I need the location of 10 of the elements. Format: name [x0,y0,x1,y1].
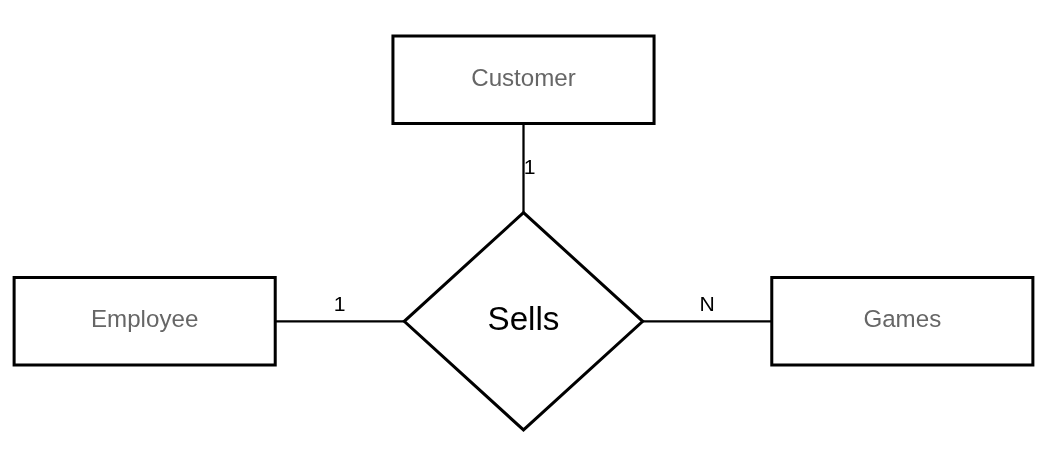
connector [275,320,404,323]
node-box: Games [770,276,1035,367]
edge-label: 1 [523,154,536,178]
node-box: Employee [12,276,277,367]
node-diamond: Sells [402,210,645,432]
connector [522,123,525,213]
connector [642,320,772,323]
edge-label: 1 [333,292,346,316]
edge-label: N [699,292,715,316]
node-box: Customer [391,34,656,126]
